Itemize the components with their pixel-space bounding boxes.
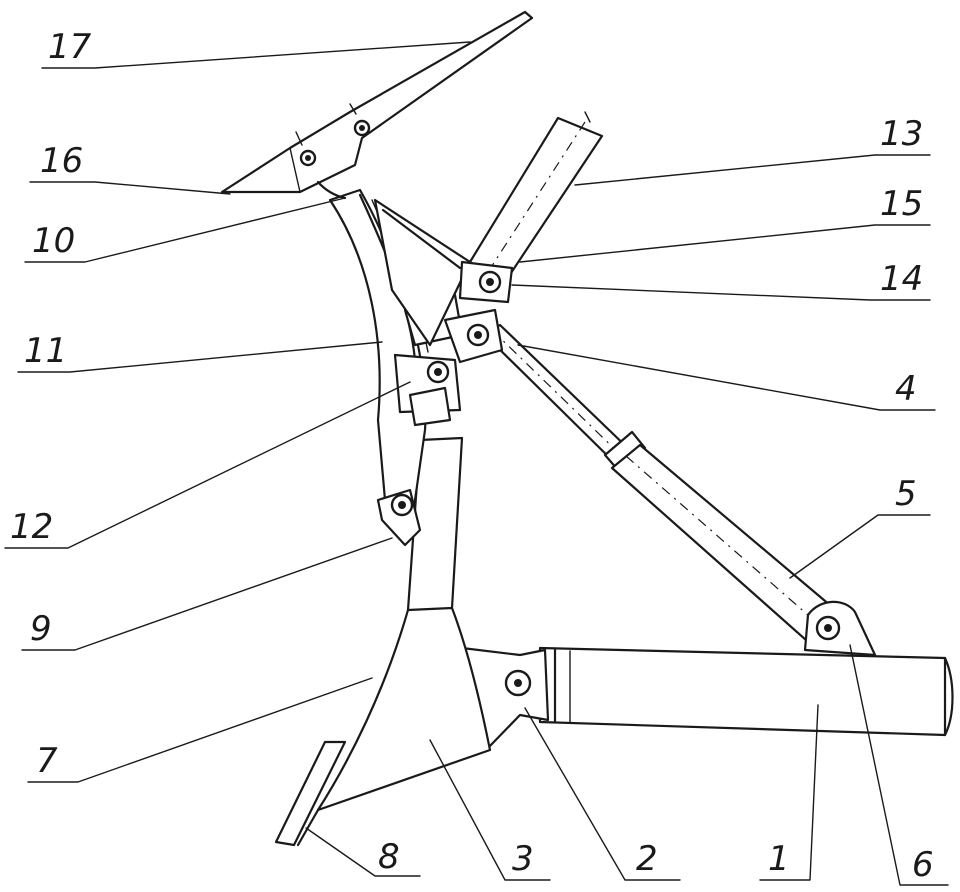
part-4-5-cylinder	[443, 308, 852, 650]
part-1-beam	[538, 646, 954, 737]
label-2: 2	[636, 839, 658, 879]
part-labels: 17 16 10 11 12 9 7 8 3 2 1 6 5 4 14 15 1…	[10, 27, 934, 885]
label-15: 15	[880, 184, 923, 224]
label-7: 7	[36, 741, 58, 781]
label-11: 11	[24, 331, 67, 371]
label-13: 13	[880, 114, 923, 154]
part-15-plate	[373, 198, 472, 347]
label-14: 14	[880, 259, 923, 299]
part-8-blade	[274, 740, 347, 847]
label-6: 6	[912, 845, 934, 885]
part-6-mount	[803, 600, 877, 657]
label-12: 12	[10, 507, 53, 547]
label-5: 5	[895, 474, 917, 514]
part-16-17-lever	[220, 10, 534, 200]
label-17: 17	[48, 27, 92, 67]
label-4: 4	[895, 369, 917, 409]
part-14-clevis	[458, 260, 514, 304]
part-13-cylinder	[468, 111, 604, 284]
label-16: 16	[40, 141, 83, 181]
label-8: 8	[378, 837, 400, 877]
label-1: 1	[768, 839, 790, 879]
label-3: 3	[512, 839, 534, 879]
label-10: 10	[32, 221, 75, 261]
label-9: 9	[30, 609, 52, 649]
leader-lines	[4, 41, 949, 886]
